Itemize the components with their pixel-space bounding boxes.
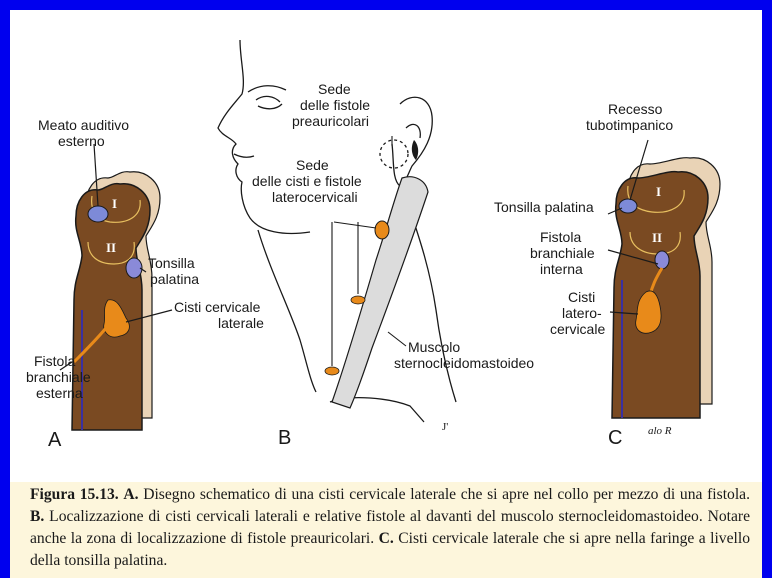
- figure-illustration: I II Meato auditivo esterno Tonsilla pal…: [10, 10, 762, 482]
- ear-shape: [391, 96, 433, 187]
- pouch-i-label: I: [112, 196, 117, 211]
- label-sede-preauricolari: Sede delle fistole preauricolari: [292, 81, 374, 129]
- label-sede-laterocervicali: Sede delle cisti e fistole laterocervica…: [252, 157, 366, 205]
- label-tonsilla-a: Tonsilla palatina: [148, 255, 199, 287]
- caption-part-a-letter: A.: [123, 486, 139, 503]
- pouch-ii-label-c: II: [652, 230, 662, 245]
- label-meato: Meato auditivo esterno: [38, 117, 133, 149]
- panel-c-letter: C: [608, 427, 622, 449]
- sternocleidomastoid-muscle: [331, 176, 429, 409]
- label-fistola-c: Fistola branchiale interna: [530, 229, 599, 277]
- pouch-i-label-c: I: [656, 184, 661, 199]
- caption-part-b-text: Localizzazione di cisti cervicali latera…: [30, 508, 750, 547]
- illustration-svg: I II Meato auditivo esterno Tonsilla pal…: [26, 39, 721, 451]
- panel-a-drawing: I II Meato auditivo esterno Tonsilla pal…: [26, 117, 264, 451]
- label-tonsilla-c: Tonsilla palatina: [494, 199, 594, 215]
- caption-part-c-text: Cisti cervicale laterale che si apre nel…: [30, 530, 750, 569]
- pouch-ii-label: II: [106, 240, 116, 255]
- label-cisti-c: Cisti latero- cervicale: [550, 289, 606, 337]
- neck-back: [409, 209, 457, 403]
- meatus-shape: [87, 205, 109, 223]
- panel-c-drawing: I II Recesso tubotimpanico Tonsilla pala…: [494, 101, 721, 449]
- figure-caption: Figura 15.13. A. Disegno schematico di u…: [30, 484, 750, 572]
- caption-part-b-letter: B.: [30, 508, 45, 525]
- cyst-shape-a: [103, 299, 130, 338]
- eye-shape: [255, 95, 283, 110]
- tonsil-shape-c: [654, 250, 670, 270]
- face-profile: [217, 39, 311, 235]
- fistula-opening-1: [350, 295, 366, 305]
- caption-figure-number: Figura 15.13.: [30, 486, 119, 503]
- artist-signature: alo R: [648, 425, 672, 437]
- caption-part-c-letter: C.: [378, 530, 394, 547]
- lateral-cyst-b: [374, 220, 390, 240]
- panel-b-letter: B: [278, 427, 291, 449]
- label-muscolo: Muscolo sternocleidomastoideo: [394, 339, 534, 371]
- preauricular-zone: [379, 139, 409, 169]
- panel-a-letter: A: [48, 429, 62, 451]
- figure-page: I II Meato auditivo esterno Tonsilla pal…: [10, 10, 762, 578]
- svg-text:J': J': [442, 421, 448, 433]
- neck-front: [257, 229, 317, 393]
- cyst-shape-c: [635, 290, 662, 334]
- label-cisti-a: Cisti cervicale laterale: [174, 299, 264, 331]
- fistula-opening-2: [324, 366, 340, 376]
- label-recesso: Recesso tubotimpanico: [586, 101, 673, 133]
- caption-part-a-text: Disegno schematico di una cisti cervical…: [138, 486, 750, 503]
- label-fistola-a: Fistola branchiale esterna: [26, 353, 95, 401]
- tonsil-shape-a: [125, 257, 143, 279]
- recess-shape: [618, 198, 638, 214]
